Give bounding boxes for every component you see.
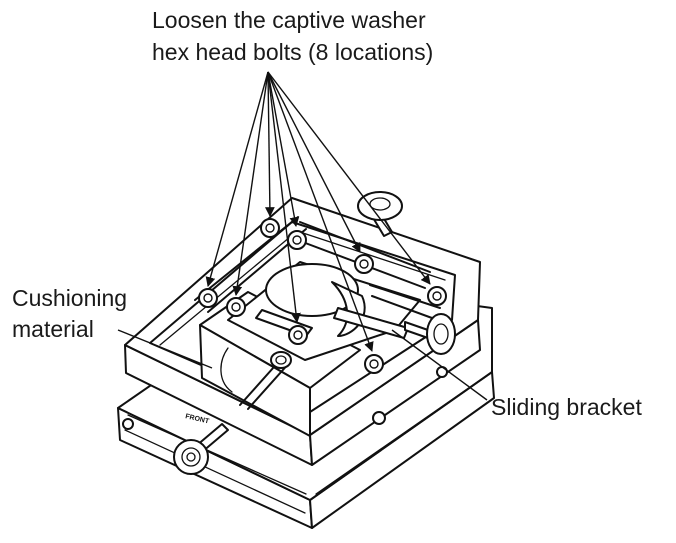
cushion-callout-line2: material: [12, 316, 94, 342]
cushion-callout-line1: Cushioning: [12, 285, 127, 311]
hex-bolt-4: [287, 230, 307, 250]
hex-bolt-6: [354, 254, 374, 274]
bracket-leader-line: [391, 329, 488, 401]
rear-knob-icon: [357, 191, 403, 237]
bolts-callout-line1: Loosen the captive washer: [152, 7, 426, 33]
front-screw-icon: [122, 418, 134, 430]
bolts-callout-line2: hex head bolts (8 locations): [152, 39, 433, 65]
bracket-callout: Sliding bracket: [491, 394, 642, 420]
hex-bolt-1: [198, 288, 218, 308]
front-knob-icon: [173, 423, 229, 475]
hex-bolt-8: [427, 286, 447, 306]
cushion-leader-line: [117, 329, 213, 369]
hex-bolt-5: [288, 325, 308, 345]
right-knob-icon: [404, 313, 456, 378]
bolt-leader-lines: [205, 71, 431, 352]
hex-bolt-3: [260, 218, 280, 238]
hex-bolt-7: [364, 354, 384, 374]
side-screw-icon: [372, 411, 386, 425]
sliding-bracket: [227, 261, 441, 361]
hex-bolt-2: [226, 297, 246, 317]
